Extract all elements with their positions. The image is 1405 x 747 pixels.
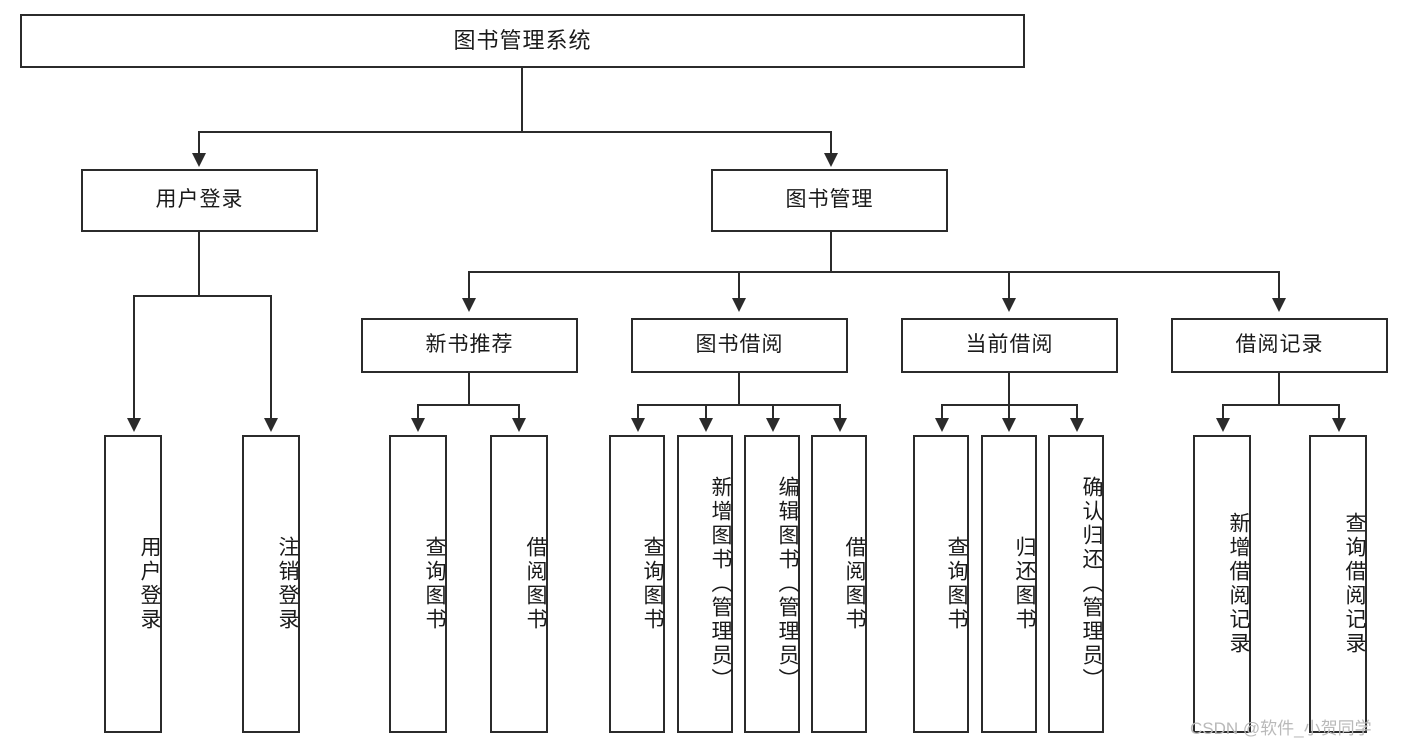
node-leaf-user-login[interactable]: 用户登录 [104,435,162,733]
arrow-to-leaf-add-book [699,418,713,432]
node-book-management-label: 图书管理 [785,188,874,212]
connector-cb-l2 [1008,404,1010,419]
node-leaf-logout-login-label: 注销登录 [276,536,299,632]
node-leaf-query-book-1[interactable]: 查询图书 [389,435,447,733]
node-leaf-query-book-2[interactable]: 查询图书 [609,435,665,733]
arrow-to-leaf-query-book-1 [411,418,425,432]
node-borrow-record[interactable]: 借阅记录 [1171,318,1388,373]
node-leaf-user-login-label: 用户登录 [138,536,161,632]
arrow-to-leaf-return-book [1002,418,1016,432]
connector-book-borrow-bus [637,404,840,406]
node-leaf-confirm-return[interactable]: 确认归还（管理员） [1048,435,1104,733]
connector-root-to-user-login [198,131,200,155]
node-leaf-edit-book[interactable]: 编辑图书（管理员） [744,435,800,733]
node-leaf-confirm-return-label: 确认归还（管理员） [1080,476,1103,692]
connector-new-book-down [468,373,470,405]
connector-borrow-record-down [1278,373,1280,405]
arrow-to-leaf-user-login [127,418,141,432]
node-current-borrow-label: 当前借阅 [965,333,1054,357]
node-leaf-return-book-label: 归还图书 [1013,536,1036,632]
connector-bb-l2 [705,404,707,419]
connector-bm-to-book-borrow [738,271,740,299]
node-leaf-add-book[interactable]: 新增图书（管理员） [677,435,733,733]
arrow-to-leaf-borrow-book-1 [512,418,526,432]
arrow-to-new-book-recommend [462,298,476,312]
connector-user-login-l1 [133,295,135,419]
node-leaf-add-book-label: 新增图书（管理员） [709,476,732,692]
connector-bb-l4 [839,404,841,419]
connector-user-login-down [198,232,200,296]
connector-nb-l2 [518,404,520,419]
node-book-borrow-label: 图书借阅 [695,333,784,357]
node-leaf-add-record-label: 新增借阅记录 [1227,512,1250,656]
node-root-label: 图书管理系统 [453,28,592,54]
node-leaf-query-book-3-label: 查询图书 [945,536,968,632]
node-leaf-logout-login[interactable]: 注销登录 [242,435,300,733]
connector-nb-l1 [417,404,419,419]
connector-bm-to-current-borrow [1008,271,1010,299]
connector-bm-to-borrow-record [1278,271,1280,299]
arrow-to-leaf-query-book-3 [935,418,949,432]
arrow-to-borrow-record [1272,298,1286,312]
connector-br-l1 [1222,404,1224,419]
arrow-to-leaf-query-record [1332,418,1346,432]
connector-bb-l1 [637,404,639,419]
connector-book-management-bus [468,271,1280,273]
connector-new-book-bus [417,404,520,406]
arrow-to-book-management [824,153,838,167]
arrow-to-leaf-query-book-2 [631,418,645,432]
node-leaf-query-book-1-label: 查询图书 [423,536,446,632]
node-book-borrow[interactable]: 图书借阅 [631,318,848,373]
node-leaf-add-record[interactable]: 新增借阅记录 [1193,435,1251,733]
connector-root-down [521,68,523,132]
arrow-to-leaf-logout-login [264,418,278,432]
connector-borrow-record-bus [1222,404,1340,406]
node-new-book-recommend-label: 新书推荐 [425,333,514,357]
arrow-to-book-borrow [732,298,746,312]
node-borrow-record-label: 借阅记录 [1235,333,1324,357]
arrow-to-leaf-confirm-return [1070,418,1084,432]
node-leaf-borrow-book-2[interactable]: 借阅图书 [811,435,867,733]
arrow-to-leaf-borrow-book-2 [833,418,847,432]
node-root-book-management-system[interactable]: 图书管理系统 [20,14,1025,68]
arrow-to-user-login [192,153,206,167]
connector-root-to-book-management [830,131,832,155]
connector-user-login-l2 [270,295,272,419]
node-leaf-borrow-book-1[interactable]: 借阅图书 [490,435,548,733]
node-leaf-query-book-2-label: 查询图书 [641,536,664,632]
node-user-login[interactable]: 用户登录 [81,169,318,232]
node-leaf-borrow-book-1-label: 借阅图书 [524,536,547,632]
node-leaf-query-record[interactable]: 查询借阅记录 [1309,435,1367,733]
node-leaf-edit-book-label: 编辑图书（管理员） [776,476,799,692]
node-user-login-label: 用户登录 [155,188,244,212]
node-leaf-query-book-3[interactable]: 查询图书 [913,435,969,733]
connector-cb-l1 [941,404,943,419]
connector-bm-to-new-book [468,271,470,299]
connector-br-l2 [1338,404,1340,419]
arrow-to-current-borrow [1002,298,1016,312]
connector-user-login-bus [133,295,271,297]
node-book-management[interactable]: 图书管理 [711,169,948,232]
connector-current-borrow-down [1008,373,1010,405]
connector-book-borrow-down [738,373,740,405]
node-leaf-return-book[interactable]: 归还图书 [981,435,1037,733]
arrow-to-leaf-add-record [1216,418,1230,432]
connector-book-management-down [830,232,832,272]
connector-root-bus [198,131,832,133]
node-current-borrow[interactable]: 当前借阅 [901,318,1118,373]
node-leaf-query-record-label: 查询借阅记录 [1343,512,1366,656]
connector-bb-l3 [772,404,774,419]
node-leaf-borrow-book-2-label: 借阅图书 [843,536,866,632]
arrow-to-leaf-edit-book [766,418,780,432]
connector-cb-l3 [1076,404,1078,419]
node-new-book-recommend[interactable]: 新书推荐 [361,318,578,373]
